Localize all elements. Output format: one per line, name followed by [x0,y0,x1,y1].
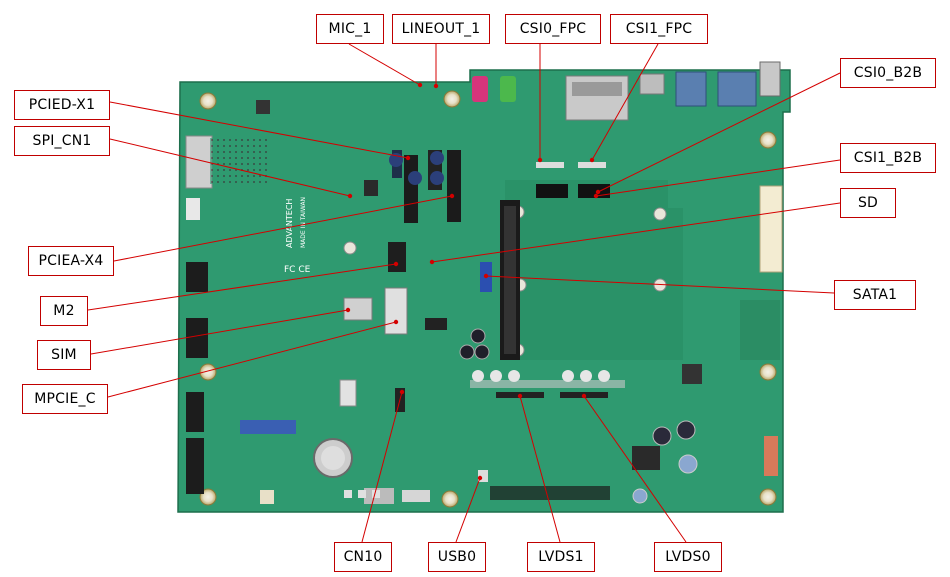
silkscreen-made-in: MADE IN TAIWAN [300,197,307,248]
leader-endpoint-cn10 [399,389,405,395]
leader-endpoints [345,82,601,481]
leader-endpoint-m2 [393,261,399,267]
label-mpcie-c: MPCIE_C [22,384,108,414]
leader-endpoint-pcied-x1 [405,155,411,161]
leader-endpoint-spi-cn1 [347,193,353,199]
label-usb0: USB0 [428,542,486,572]
label-cn10: CN10 [334,542,392,572]
leader-endpoint-csi0-fpc [537,157,543,163]
leader-endpoint-sata1 [483,273,489,279]
leader-endpoint-sd [429,259,435,265]
label-mic-1: MIC_1 [316,14,384,44]
label-sim: SIM [37,340,91,370]
leader-line-csi0-b2b [597,72,841,193]
leader-endpoint-csi0-b2b [595,189,601,195]
leader-line-csi1-fpc [591,43,659,161]
label-m2: M2 [40,296,88,326]
leader-line-sim [90,309,349,355]
leader-line-lvds0 [583,395,687,543]
leader-line-sata1 [485,275,835,294]
label-csi0-b2b: CSI0_B2B [840,58,936,88]
label-csi0-fpc: CSI0_FPC [505,14,601,44]
label-csi1-fpc: CSI1_FPC [610,14,708,44]
leader-endpoint-pciea-x4 [449,193,455,199]
leader-endpoint-lineout-1 [433,83,439,89]
label-sata1: SATA1 [834,280,916,310]
top-edge-connectors [472,61,781,121]
leader-endpoint-csi1-b2b [593,193,599,199]
som-slot [500,200,520,360]
label-lvds0: LVDS0 [654,542,722,572]
board-components [185,100,783,504]
label-lineout-1: LINEOUT_1 [392,14,490,44]
label-lvds1: LVDS1 [527,542,595,572]
label-spi-cn1: SPI_CN1 [14,126,110,156]
label-pcied-x1: PCIED-X1 [14,90,110,120]
silkscreen-marks: FC CE [284,265,311,275]
leader-lines [87,43,841,543]
leader-line-csi1-b2b [595,159,841,197]
leader-line-mpcie-c [107,321,397,398]
leader-endpoint-mpcie-c [393,319,399,325]
camera-connectors [536,162,610,198]
leader-line-sd [431,202,841,263]
leader-line-usb0 [455,477,481,543]
leader-line-mic-1 [348,43,421,86]
leader-endpoint-sim [345,307,351,313]
leader-endpoint-csi1-fpc [589,157,595,163]
pcie-slots [389,150,461,223]
leader-line-pcied-x1 [109,101,409,159]
silkscreen: ADVANTECH MADE IN TAIWAN FC CE [284,197,311,275]
leader-line-pciea-x4 [113,195,453,262]
leader-line-cn10 [361,391,403,543]
leader-endpoint-lvds1 [517,393,523,399]
leader-endpoint-usb0 [477,475,483,481]
label-sd: SD [840,188,896,218]
leader-line-spi-cn1 [109,138,351,197]
leader-endpoint-lvds0 [581,393,587,399]
leader-line-lvds1 [519,395,561,543]
label-csi1-b2b: CSI1_B2B [840,143,936,173]
silkscreen-brand: ADVANTECH [285,199,294,248]
label-pciea-x4: PCIEA-X4 [28,246,114,276]
leader-line-m2 [87,263,397,311]
leader-endpoint-mic-1 [417,82,423,88]
